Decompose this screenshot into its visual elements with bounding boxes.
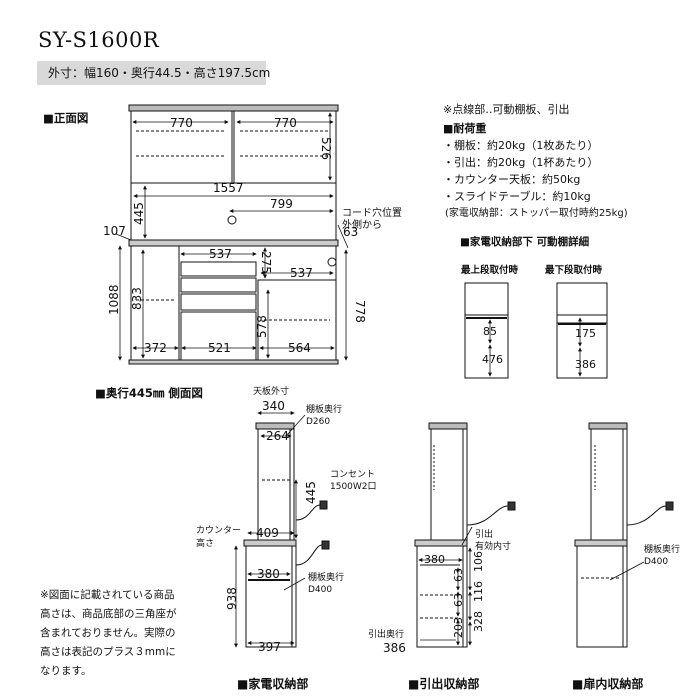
bottom-mount-label: 最下段取付時 xyxy=(545,265,603,276)
dim-1088: 1088 xyxy=(107,284,121,315)
drawer-dim-116: 116 xyxy=(472,581,485,602)
side-shelf-d400-label: 棚板奥行 xyxy=(308,571,344,583)
stopper-note: (家電収納部：ストッパー取付時約25kg) xyxy=(445,208,628,219)
top-mount-label: 最上段取付時 xyxy=(461,265,519,276)
side-dim-938: 938 xyxy=(225,587,239,610)
front-counter-top xyxy=(128,239,339,247)
door-shelf-label: 棚板奥行 xyxy=(644,543,680,555)
detail-top-lower xyxy=(464,314,509,379)
dim-578: 578 xyxy=(255,315,269,338)
dim-537-left: 537 xyxy=(209,247,232,261)
detail-175: 175 xyxy=(575,327,596,340)
drawer-depth-label: 引出奥行 xyxy=(368,628,404,640)
dim-1557: 1557 xyxy=(213,181,244,195)
dim-833: 833 xyxy=(130,287,144,310)
cord-hole-left xyxy=(227,215,237,225)
dim-372: 372 xyxy=(144,341,167,355)
load-item-slide-table: ・スライドテーブル：約10kg xyxy=(443,190,591,203)
dim-770-left: 770 xyxy=(170,116,193,130)
side-lower-cabinet xyxy=(245,545,297,648)
side-upper-cabinet xyxy=(257,428,295,541)
side-outlet-spec: 1500W2口 xyxy=(330,482,377,492)
dim-107: 107 xyxy=(103,224,126,238)
side-dim-380: 380 xyxy=(257,567,280,581)
dim-778: 778 xyxy=(353,300,367,323)
side-shelf-depth-d260: D260 xyxy=(306,417,330,427)
drawer-label-2: 有効内寸 xyxy=(475,540,511,552)
side-outlet-cord xyxy=(295,504,321,521)
front-drawer-2 xyxy=(180,277,257,293)
load-item-drawer: ・引出：約20kg（1杯あたり） xyxy=(443,156,599,169)
caption-drawer: ■引出収納部 xyxy=(408,676,479,691)
shelf-detail-heading: ■家電収納部下 可動棚詳細 xyxy=(460,236,590,248)
side-dim-340: 340 xyxy=(262,399,285,413)
dim-526: 526 xyxy=(319,137,333,160)
dim-275: 275 xyxy=(259,251,273,274)
load-item-shelf: ・棚板：約20kg（1枚あたり） xyxy=(443,139,599,152)
caption-appliance: ■家電収納部 xyxy=(237,676,308,691)
drawer-dim-63a: 63 xyxy=(452,568,465,582)
dim-63: 63 xyxy=(343,225,358,239)
detail-476: 476 xyxy=(482,353,503,366)
side-dim-397: 397 xyxy=(258,640,281,654)
side-outlet-label: コンセント xyxy=(330,469,375,480)
detail-bottom-upper xyxy=(556,282,608,324)
dim-537-right: 537 xyxy=(290,266,313,280)
side-dim-264: 264 xyxy=(266,429,289,443)
drawer-dim-380: 380 xyxy=(424,553,445,566)
side-dim-409: 409 xyxy=(256,526,279,540)
side-view-label: ■奥行445㎜ 側面図 xyxy=(95,386,203,400)
dim-521: 521 xyxy=(208,341,231,355)
cord-hole-label-2: 外側から xyxy=(342,218,382,231)
caption-door: ■扉内収納部 xyxy=(572,676,643,691)
front-top-board xyxy=(128,104,339,112)
front-drawer-3 xyxy=(180,293,257,311)
dim-445: 445 xyxy=(132,202,146,225)
drawer-dim-63b: 63 xyxy=(452,593,465,607)
load-capacity-heading: ■耐荷重 xyxy=(443,122,487,135)
drawer-label-1: 引出 xyxy=(475,528,493,540)
side-top-outer-label: 天板外寸 xyxy=(253,385,289,397)
detail-85: 85 xyxy=(483,325,497,338)
cord-hole-label-1: コード穴位置 xyxy=(342,206,402,219)
side-shelf-depth-label: 棚板奥行 xyxy=(306,403,342,415)
dim-564: 564 xyxy=(288,341,311,355)
drawer-dim-203: 203 xyxy=(452,617,465,638)
side-shelf-d400: D400 xyxy=(308,585,332,595)
product-title: SY-S1600R xyxy=(38,28,160,52)
front-drawer-1 xyxy=(180,261,257,277)
side-counter-top xyxy=(243,539,297,547)
detail-top-upper xyxy=(464,282,509,316)
side-counter-label-1: カウンター xyxy=(196,525,241,536)
detail-386: 386 xyxy=(575,358,596,371)
drawer-dim-106: 106 xyxy=(472,551,485,572)
side-dim-445: 445 xyxy=(304,481,318,504)
outer-dimensions-bar: 外寸：幅160・奥行44.5・高さ197.5cm xyxy=(37,61,270,85)
cord-hole-right xyxy=(327,257,337,267)
side-counter-label-2: 高さ xyxy=(196,537,214,549)
door-shelf-depth: D400 xyxy=(644,557,668,567)
dim-770-right: 770 xyxy=(274,116,297,130)
dotted-line-note: ※点線部‥可動棚板、引出 xyxy=(443,103,570,116)
detail-bottom-lower xyxy=(556,314,608,379)
front-view-label: ■正面図 xyxy=(43,111,89,125)
height-footnote: ※図面に記載されている商品高さは、商品底部の三角座が含まれておりません。実際の高… xyxy=(40,589,177,677)
dim-799: 799 xyxy=(270,197,293,211)
load-item-counter: ・カウンター天板：約50kg xyxy=(443,173,581,186)
drawer-lower-cabinet xyxy=(416,545,468,648)
door-lower-cabinet xyxy=(576,545,628,648)
drawer-depth: 386 xyxy=(383,641,406,655)
drawer-dim-328: 328 xyxy=(472,611,485,632)
